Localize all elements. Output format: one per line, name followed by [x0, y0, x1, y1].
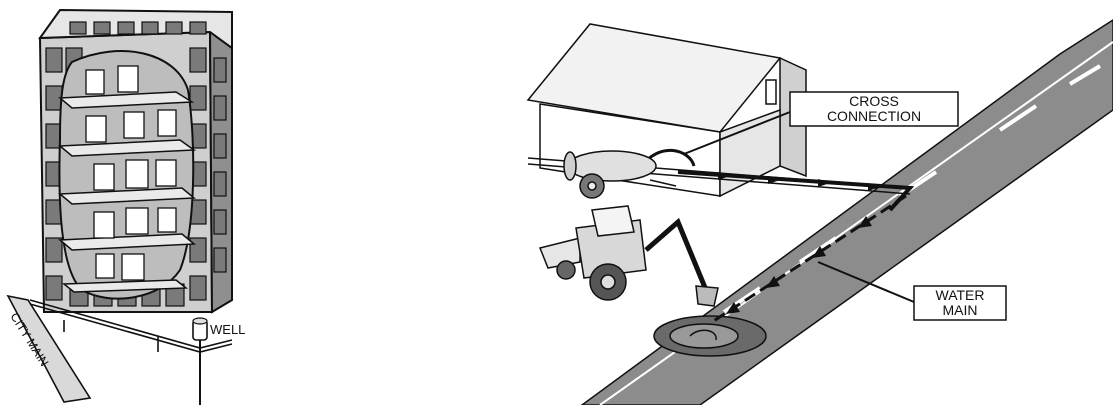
- house-window: [765, 79, 777, 105]
- backhoe-front-wheel: [556, 260, 576, 280]
- water-main-label-line1: WATER: [936, 287, 985, 303]
- cross-connection-label-line2: CONNECTION: [827, 108, 921, 124]
- water-main-leader: [817, 261, 915, 303]
- water-main-flow-line: [711, 194, 907, 324]
- tank-trailer: [563, 150, 677, 199]
- flow-arrows-water-main: [726, 216, 872, 314]
- well-label: WELL: [210, 322, 245, 337]
- apartment-building-cutaway: WELL CITY MAIN: [6, 8, 245, 405]
- cross-connection-leader: [683, 111, 791, 155]
- cross-connection-callout: CROSS CONNECTION: [683, 91, 959, 155]
- water-main-callout: WATER MAIN: [817, 261, 1007, 321]
- building-floors: [58, 91, 197, 293]
- well: [192, 317, 208, 405]
- cross-connection-label-line1: CROSS: [849, 93, 899, 109]
- water-main-label-line2: MAIN: [943, 302, 978, 318]
- excavation-hole: [653, 315, 767, 357]
- flow-arrows-service-line: [718, 172, 880, 191]
- backhoe: [538, 205, 719, 307]
- road: [580, 19, 1113, 405]
- cross-connection-scene: CROSS CONNECTION WATER MAIN: [526, 19, 1113, 405]
- building-appliances: [85, 65, 177, 281]
